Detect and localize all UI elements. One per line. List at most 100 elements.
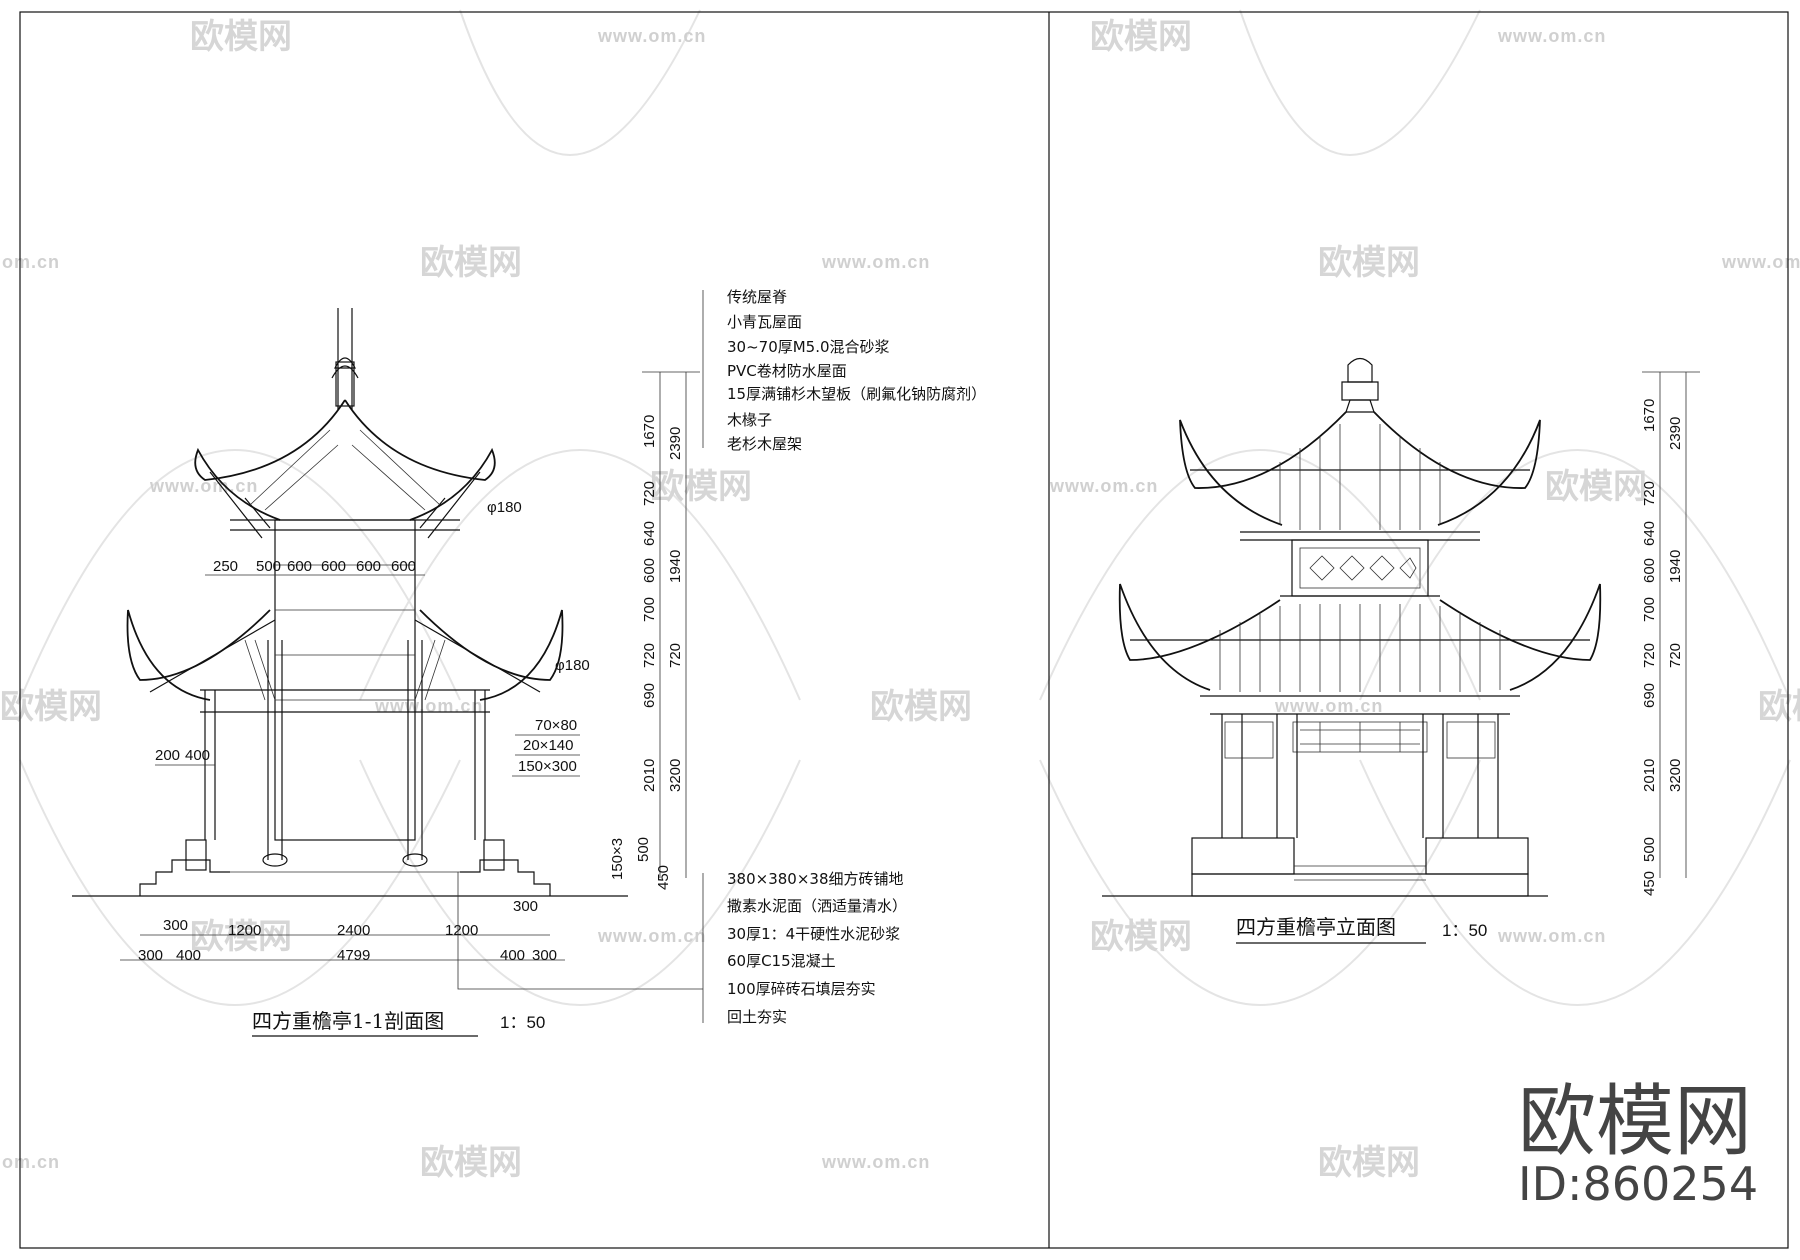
watermark-brand-3: 欧模网	[420, 243, 522, 283]
top-dim-6: 600	[391, 558, 416, 575]
watermark-url-7: www.om.cn	[1049, 476, 1158, 496]
v-dim-720b: 720	[641, 643, 658, 668]
e-v-dim-720a: 720	[1641, 481, 1658, 506]
e-v-dim-600: 600	[1641, 558, 1658, 583]
roof-layer-4: PVC卷材防水屋面	[727, 362, 847, 380]
bottom-dim-1a: 300	[163, 917, 188, 934]
e-v-dim-2010: 2010	[1641, 759, 1658, 792]
floor-layer-3: 30厚1：4干硬性水泥砂浆	[727, 925, 900, 943]
v-dim-500: 500	[635, 837, 652, 862]
diameter-lower: φ180	[555, 657, 590, 674]
watermark-url-13: www.om.cn	[821, 1152, 930, 1172]
v-dim-640: 640	[641, 521, 658, 546]
section-title: 四方重檐亭1-1剖面图	[252, 1009, 444, 1033]
sheet-frame	[19, 11, 1789, 1249]
brand-name: 欧模网	[1518, 1077, 1752, 1167]
top-dim-5: 600	[356, 558, 381, 575]
section-drawing	[72, 308, 628, 897]
v-dim-450: 450	[655, 865, 672, 890]
e-v-dim-700: 700	[1641, 597, 1658, 622]
elevation-title: 四方重檐亭立面图	[1236, 915, 1396, 939]
e-v-dim-690: 690	[1641, 683, 1658, 708]
brand-id: ID:860254	[1518, 1157, 1758, 1211]
bottom-dim-2d: 400	[500, 947, 525, 964]
elevation-annotations: 1670 720 640 600 700 720 690 2010 450 23…	[1236, 371, 1700, 944]
top-dim-2: 500	[256, 558, 281, 575]
e-v-dim-640: 640	[1641, 521, 1658, 546]
floor-layer-4: 60厚C15混凝土	[727, 952, 836, 970]
floor-layer-1: 380×380×38细方砖铺地	[727, 870, 904, 888]
roof-layer-2: 小青瓦屋面	[727, 313, 802, 331]
floor-layer-5: 100厚碎砖石填层夯实	[727, 980, 876, 998]
bottom-dim-2a: 300	[138, 947, 163, 964]
roof-layer-7: 老杉木屋架	[727, 435, 802, 453]
watermark-url-12: om.cn	[2, 1152, 60, 1172]
watermark-brand-7: 欧模网	[0, 687, 102, 727]
v-dim-720a: 720	[641, 481, 658, 506]
e-v-dim-1670: 1670	[1641, 399, 1658, 432]
e-v-dim-450: 450	[1641, 871, 1658, 896]
watermark-url-2: www.om.cn	[1497, 26, 1606, 46]
roof-layer-6: 木椽子	[727, 411, 772, 429]
section-scale: 1：50	[500, 1013, 545, 1032]
bottom-dim-2c: 4799	[337, 947, 370, 964]
watermark-url-1: www.om.cn	[597, 26, 706, 46]
roof-layer-5: 15厚满铺杉木望板（刷氟化钠防腐剂）	[727, 385, 986, 403]
bottom-dim-1c: 2400	[337, 922, 370, 939]
watermark-brand-1: 欧模网	[190, 17, 292, 57]
watermark-brand-6: 欧模网	[1545, 467, 1647, 507]
e-v-dim-720b: 720	[1641, 643, 1658, 668]
v-dim-720c: 720	[667, 643, 684, 668]
e-v-dim-1940: 1940	[1667, 550, 1684, 583]
floor-layer-6: 回土夯实	[727, 1008, 787, 1026]
watermark-brand-11: 欧模网	[1090, 917, 1192, 957]
v-dim-2010: 2010	[641, 759, 658, 792]
brand-logo: 欧模网 ID:860254	[1518, 1077, 1758, 1211]
bottom-dim-2b: 400	[176, 947, 201, 964]
bottom-dim-1d: 1200	[445, 922, 478, 939]
bottom-dim-1b: 1200	[228, 922, 261, 939]
watermark-brand-13: 欧模网	[1318, 1143, 1420, 1183]
watermark-url-4: www.om.cn	[821, 252, 930, 272]
watermark-url-3: om.cn	[2, 252, 60, 272]
member-size-2: 20×140	[523, 737, 573, 754]
v-dim-600: 600	[641, 558, 658, 583]
member-size-1: 70×80	[535, 717, 577, 734]
side-dim-1: 200	[155, 747, 180, 764]
v-dim-690: 690	[641, 683, 658, 708]
side-dim-2: 400	[185, 747, 210, 764]
diameter-upper: φ180	[487, 499, 522, 516]
roof-layer-1: 传统屋脊	[727, 288, 787, 306]
watermark-url-9: www.om.cn	[1274, 696, 1383, 716]
watermark-brand-5: 欧模网	[650, 467, 752, 507]
top-dim-4: 600	[321, 558, 346, 575]
elevation-drawing	[1102, 357, 1602, 897]
member-size-3: 150×300	[518, 758, 577, 775]
watermark-layer: 欧模网 www.om.cn 欧模网 www.om.cn om.cn 欧模网 ww…	[0, 9, 1800, 1183]
v-dim-3200: 3200	[667, 759, 684, 792]
e-v-dim-720c: 720	[1667, 643, 1684, 668]
v-dim-2390: 2390	[667, 427, 684, 460]
e-v-dim-3200: 3200	[1667, 759, 1684, 792]
watermark-brand-12: 欧模网	[420, 1143, 522, 1183]
watermark-url-8: www.om.cn	[374, 696, 483, 716]
watermark-url-11: www.om.cn	[1497, 926, 1606, 946]
watermark-brand-10: 欧模网	[190, 917, 292, 957]
elevation-scale: 1：50	[1442, 921, 1487, 940]
floor-layer-2: 撒素水泥面（洒适量清水）	[727, 897, 907, 915]
watermark-brand-9: 欧模网	[1758, 687, 1800, 727]
v-dim-1670: 1670	[641, 415, 658, 448]
bottom-dim-2e: 300	[532, 947, 557, 964]
e-v-dim-2390: 2390	[1667, 417, 1684, 450]
top-dim-3: 600	[287, 558, 312, 575]
v-dim-150x3: 150×3	[609, 838, 626, 880]
watermark-brand-2: 欧模网	[1090, 17, 1192, 57]
watermark-brand-8: 欧模网	[870, 687, 972, 727]
v-dim-1940: 1940	[667, 550, 684, 583]
bottom-dim-1e: 300	[513, 898, 538, 915]
section-annotations: 250 500 600 600 600 600 φ180 φ180 70×80 …	[120, 288, 986, 1037]
v-dim-700: 700	[641, 597, 658, 622]
roof-layer-3: 30~70厚M5.0混合砂浆	[727, 338, 890, 356]
e-v-dim-500: 500	[1641, 837, 1658, 862]
